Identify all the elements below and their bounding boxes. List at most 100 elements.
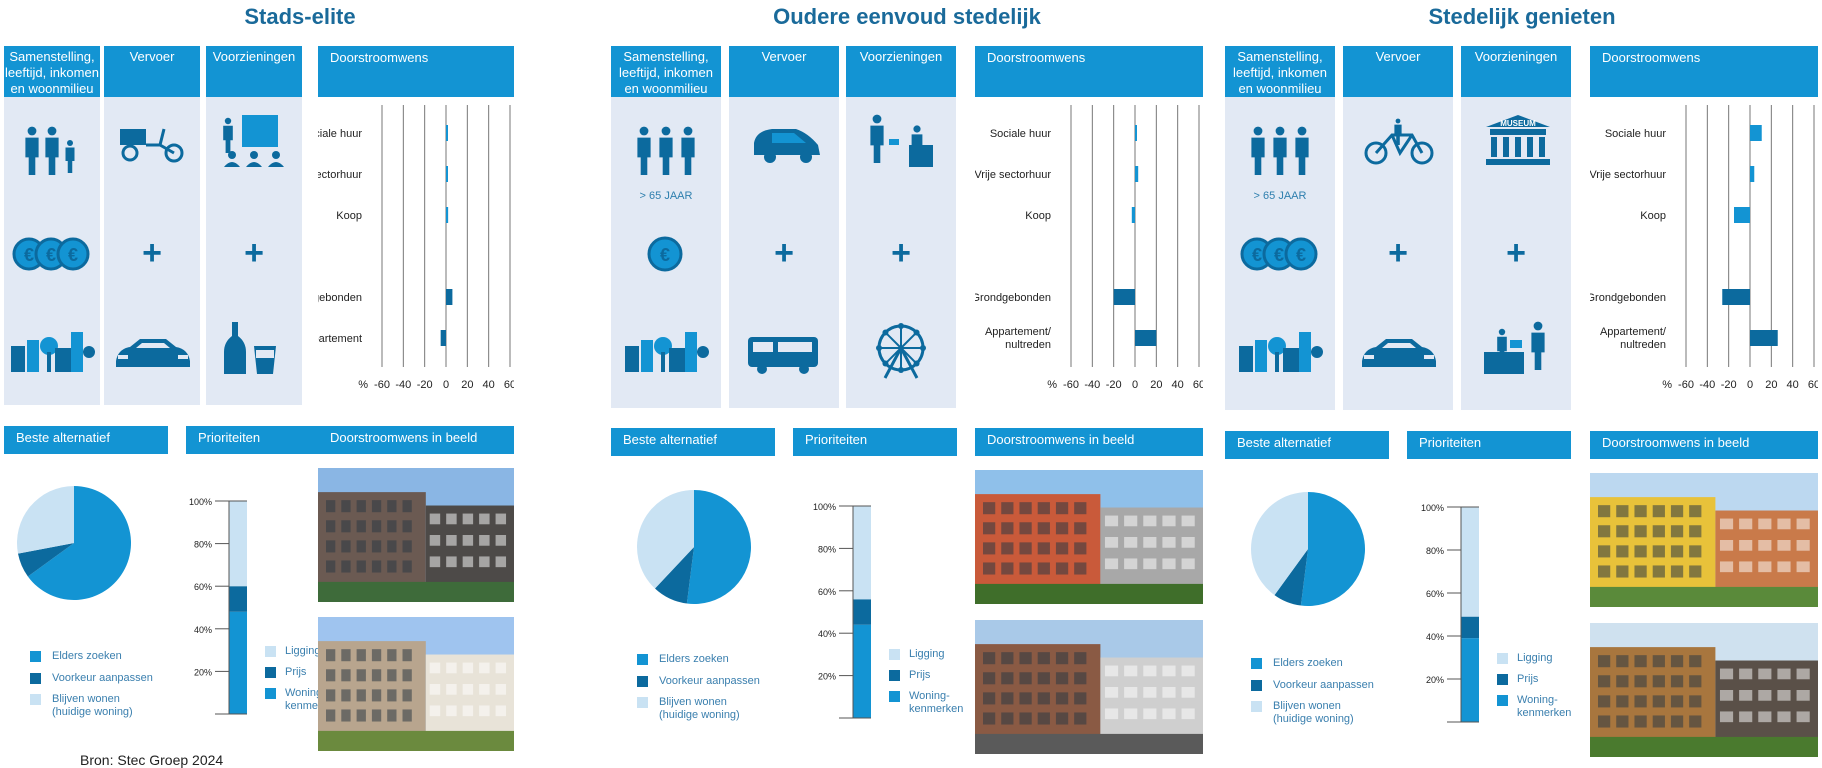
y-tick-label: 20% <box>1426 675 1444 685</box>
legend-woning: Woning- <box>1517 694 1558 706</box>
header-doorstroomwens-in-beeld: Doorstroomwens in beeld <box>318 426 514 454</box>
svg-text:€: € <box>46 245 56 265</box>
y-tick-label: 60% <box>818 587 836 597</box>
y-tick-label: 40% <box>818 629 836 639</box>
bar <box>1722 289 1750 305</box>
bar <box>1135 330 1157 346</box>
y-tick-label: 80% <box>1426 546 1444 556</box>
category-label: Appartement/ <box>1600 326 1667 338</box>
header-doorstroomwens: Doorstroomwens <box>975 46 1203 97</box>
x-tick-label: 60 <box>1193 379 1203 391</box>
photo-new-row-houses <box>318 617 514 751</box>
museum-icon: MUSEUM <box>1486 115 1550 165</box>
category-label: Koop <box>1640 210 1666 222</box>
prioriteiten-chart: 100%80%60%40%20% <box>1421 503 1479 723</box>
legend-elders-zoeken: Elders zoeken <box>659 653 729 665</box>
three-euro-coins-icon: €€€ <box>12 237 90 271</box>
legend-huidige-woning: (huidige woning) <box>659 709 740 721</box>
car-icon <box>1362 339 1436 367</box>
pie-slice <box>1300 492 1365 606</box>
legend-prijs: Prijs <box>285 666 307 678</box>
x-tick-label: 0 <box>1747 379 1753 391</box>
bus-icon <box>748 337 818 374</box>
y-tick-label: 40% <box>194 625 212 635</box>
legend-swatch <box>30 651 41 662</box>
presentation-icon <box>223 115 284 167</box>
family-couple-child-icon <box>25 126 75 175</box>
x-axis-label: % <box>358 379 368 391</box>
legend-huidige-woning: (huidige woning) <box>1273 713 1354 725</box>
plus-icon: + <box>1388 234 1408 272</box>
legend-swatch <box>889 670 900 681</box>
x-tick-label: 20 <box>1765 379 1777 391</box>
bar <box>446 166 448 182</box>
stack-segment <box>229 586 247 612</box>
legend-voorkeur-aanpassen: Voorkeur aanpassen <box>52 672 153 684</box>
city-buildings-icon <box>625 332 709 372</box>
y-tick-label: 100% <box>813 502 836 512</box>
legend-swatch <box>30 673 41 684</box>
x-axis-label: % <box>1047 379 1057 391</box>
legend-swatch <box>30 694 41 705</box>
header-voorzieningen: Voorzieningen <box>1461 46 1571 97</box>
legend-swatch <box>1497 695 1508 706</box>
x-tick-label: -60 <box>1063 379 1079 391</box>
x-tick-label: -40 <box>1699 379 1715 391</box>
x-tick-label: 60 <box>504 379 514 391</box>
photo-yellow-apartments <box>1590 473 1818 607</box>
segment-title-stedelijk-genieten: Stedelijk genieten <box>1428 4 1616 29</box>
legend-kenmerken: kenmerken <box>909 703 964 715</box>
car-icon <box>116 339 190 367</box>
category-label: Appartement/ <box>985 326 1052 338</box>
svg-text:MUSEUM: MUSEUM <box>1500 119 1536 128</box>
legend-swatch <box>889 649 900 660</box>
header-prioriteiten: Prioriteiten <box>1407 431 1571 459</box>
header-doorstroomwens: Doorstroomwens <box>1590 46 1818 97</box>
legend-swatch <box>1251 680 1262 691</box>
stack-segment <box>853 624 871 718</box>
stack-segment <box>1461 616 1479 639</box>
x-tick-label: 20 <box>461 379 473 391</box>
category-label: Vrije sectorhuur <box>1590 169 1666 181</box>
legend-swatch <box>889 691 900 702</box>
x-tick-label: 40 <box>1172 379 1184 391</box>
legend-elders-zoeken: Elders zoeken <box>52 650 122 662</box>
plus-icon: + <box>1506 234 1526 272</box>
category-label: Vrije sectorhuur <box>318 169 362 181</box>
y-tick-label: 60% <box>194 582 212 592</box>
y-tick-label: 20% <box>194 667 212 677</box>
x-tick-label: -60 <box>374 379 390 391</box>
y-tick-label: 100% <box>1421 503 1444 513</box>
header-beste-alternatief: Beste alternatief <box>1225 431 1389 459</box>
legend-swatch <box>1497 653 1508 664</box>
category-label: Grondgebonden <box>318 292 362 304</box>
header-voorzieningen: Voorzieningen <box>206 46 302 97</box>
pie-slice <box>27 486 131 600</box>
bar <box>1750 330 1778 346</box>
legend-swatch <box>265 667 276 678</box>
age-label: > 65 JAAR <box>1253 190 1307 202</box>
bar <box>446 207 449 223</box>
plus-icon: + <box>774 234 794 272</box>
x-tick-label: -40 <box>395 379 411 391</box>
legend-prijs: Prijs <box>909 669 931 681</box>
header-doorstroomwens-in-beeld: Doorstroomwens in beeld <box>1590 431 1818 459</box>
single-euro-coin-icon: € <box>647 236 683 272</box>
bar <box>1113 289 1135 305</box>
header-vervoer: Vervoer <box>729 46 839 97</box>
pie-slice <box>18 543 74 577</box>
cargo-bike-icon <box>120 128 184 163</box>
svg-text:€: € <box>1252 245 1262 265</box>
legend-huidige-woning: (huidige woning) <box>52 706 133 718</box>
svg-text:€: € <box>1296 245 1306 265</box>
svg-text:€: € <box>1274 245 1284 265</box>
bar <box>446 125 448 141</box>
small-car-icon <box>754 129 820 163</box>
x-tick-label: 20 <box>1150 379 1162 391</box>
plus-icon: + <box>891 234 911 272</box>
category-label: Grondgebonden <box>975 292 1051 304</box>
pie-slice <box>1251 492 1308 596</box>
legend-swatch <box>265 688 276 699</box>
x-axis-label: % <box>1662 379 1672 391</box>
